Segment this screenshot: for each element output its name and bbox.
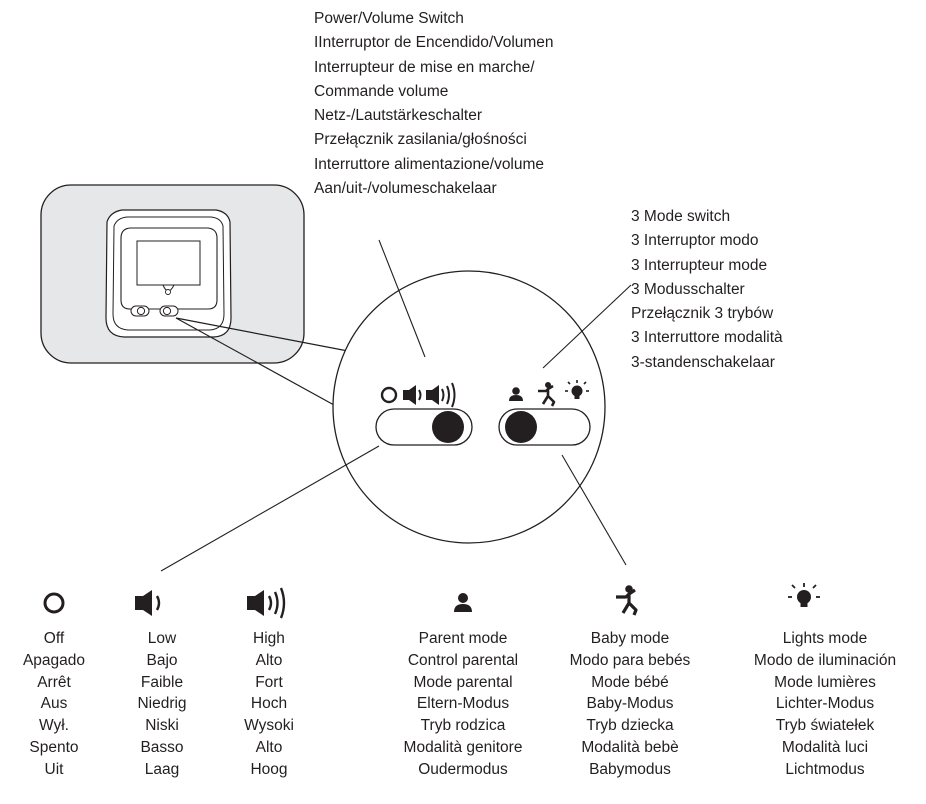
- power-switch-label: Power/Volume Switch IInterruptor de Ence…: [314, 10, 554, 198]
- power-volume-switch: [375, 382, 473, 446]
- mode-switch: [498, 380, 591, 446]
- volume-high-icon: [247, 587, 286, 619]
- baby-icon: [616, 585, 638, 616]
- device-panel: [40, 184, 305, 364]
- lights-icon: [788, 583, 820, 607]
- mode-switch-label: 3 Mode switch 3 Interruptor modo 3 Inter…: [631, 208, 783, 371]
- magnified-view: [332, 270, 606, 544]
- volume-low-icon: [135, 590, 161, 616]
- parent-icon: [454, 593, 472, 612]
- off-circle-icon: [43, 592, 65, 614]
